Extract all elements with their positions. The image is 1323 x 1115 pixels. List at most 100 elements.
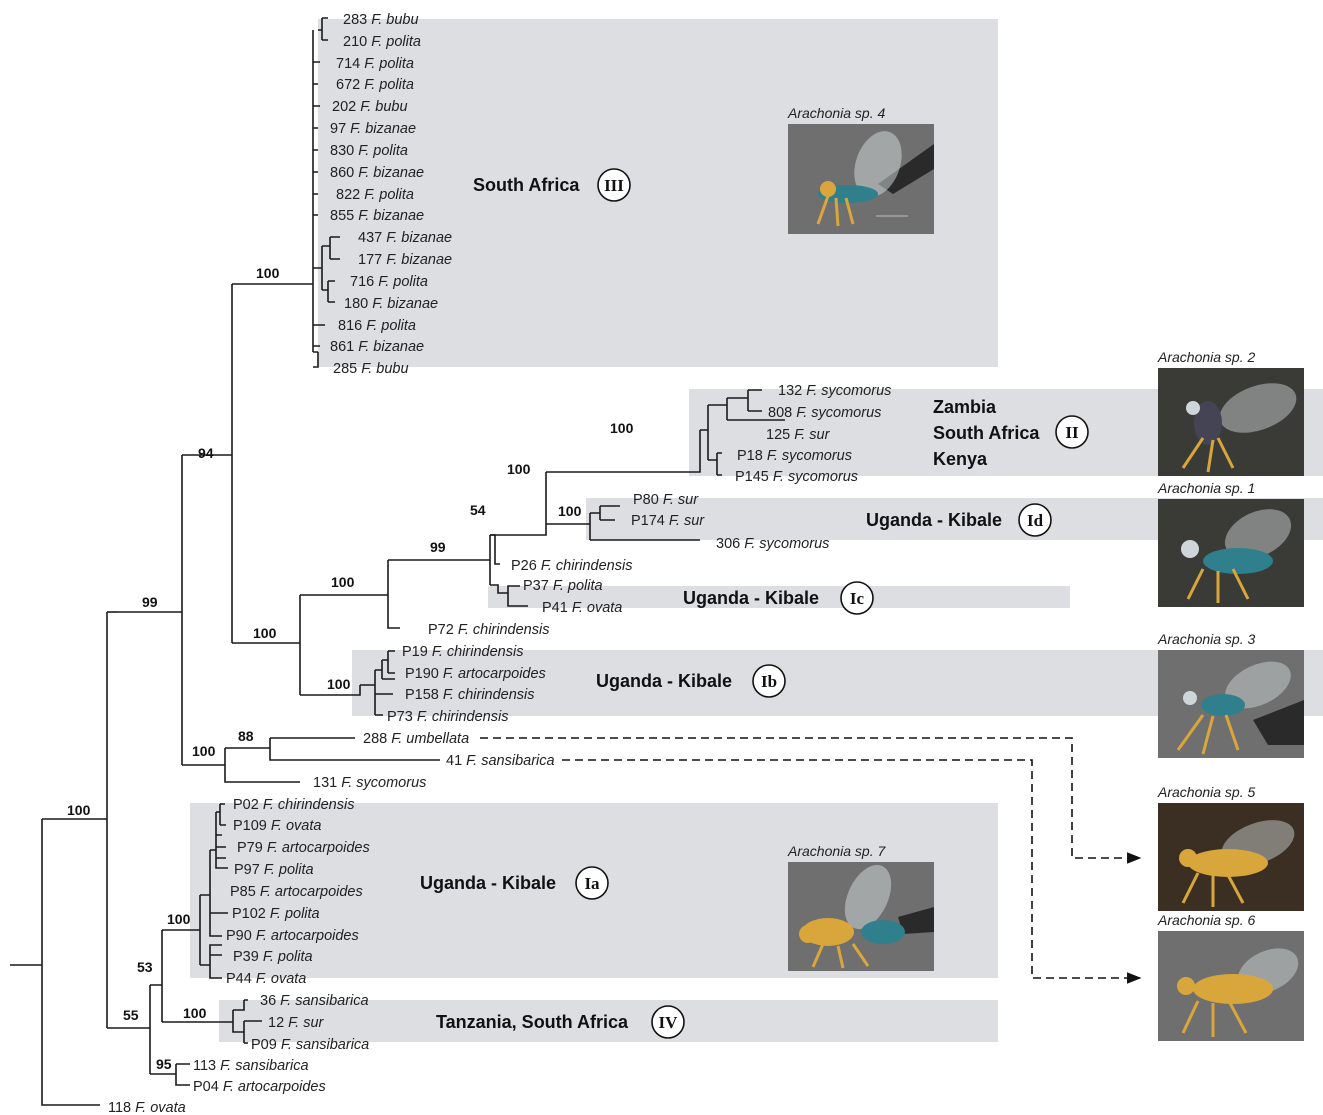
group-region-Ic: Uganda - Kibale xyxy=(683,588,819,608)
group-labels: South Africa III Zambia South Africa Ken… xyxy=(420,168,1089,1039)
clade-box-IV xyxy=(219,1000,998,1042)
leaf-label: 283 F. bubu xyxy=(343,12,419,28)
leaf-label: P04 F. artocarpoides xyxy=(193,1079,326,1095)
tree-branches xyxy=(10,17,785,1106)
support-clade-IV: 100 xyxy=(183,1005,207,1021)
wasp-photo-sp4 xyxy=(788,124,934,234)
leaf-labels: 283 F. bubu 210 F. polita 714 F. polita … xyxy=(108,12,891,1115)
leaf-label: 177 F. bizanae xyxy=(358,252,452,268)
leaf-label: P02 F. chirindensis xyxy=(233,797,354,813)
roman-badge-IV xyxy=(651,1005,685,1039)
leaf-label: 437 F. bizanae xyxy=(358,230,452,246)
leaf-label: 861 F. bizanae xyxy=(330,339,424,355)
photo-captions: Arachonia sp. 4 Arachonia sp. 7 Arachoni… xyxy=(787,105,1255,928)
roman-badge-Ic xyxy=(840,581,874,615)
leaf-label: P26 F. chirindensis xyxy=(511,558,632,574)
support-53: 53 xyxy=(137,959,153,975)
leaf-label: 830 F. polita xyxy=(330,143,408,159)
roman-badge-III xyxy=(597,168,631,202)
leaf-label: P39 F. polita xyxy=(233,949,313,965)
leaf-label: 131 F. sycomorus xyxy=(313,775,426,791)
leaf-label: 306 F. sycomorus xyxy=(716,536,829,552)
group-region-II-line1: Zambia xyxy=(933,397,997,417)
support-100-b: 100 xyxy=(331,574,355,590)
leaf-label: 180 F. bizanae xyxy=(344,296,438,312)
group-region-Ia: Uganda - Kibale xyxy=(420,873,556,893)
leaf-label: P72 F. chirindensis xyxy=(428,622,549,638)
wasp-photo-sp6 xyxy=(1158,931,1304,1041)
leaf-label: P109 F. ovata xyxy=(233,818,321,834)
leaf-label: P97 F. polita xyxy=(234,862,314,878)
leaf-label: P90 F. artocarpoides xyxy=(226,928,359,944)
support-clade-II: 100 xyxy=(610,420,634,436)
support-clade-Id: 100 xyxy=(558,503,582,519)
leaf-label: P145 F. sycomorus xyxy=(735,469,858,485)
leaf-label: P174 F. sur xyxy=(631,513,705,529)
support-99-outer: 99 xyxy=(142,594,158,610)
photo-caption-sp7: Arachonia sp. 7 xyxy=(787,843,886,859)
photo-links xyxy=(480,737,1142,984)
roman-badge-Ib xyxy=(752,664,786,698)
leaf-label: 672 F. polita xyxy=(336,77,414,93)
clade-box-Ic xyxy=(488,586,1070,608)
leaf-label: P19 F. chirindensis xyxy=(402,644,523,660)
leaf-label: P44 F. ovata xyxy=(226,971,306,987)
leaf-label: 716 F. polita xyxy=(350,274,428,290)
support-values: 100 99 94 100 100 100 99 54 100 100 100 … xyxy=(67,265,634,1072)
group-region-II-line2: South Africa xyxy=(933,423,1040,443)
leaf-label: 12 F. sur xyxy=(268,1015,325,1031)
support-94: 94 xyxy=(198,445,214,461)
support-clade-III: 100 xyxy=(256,265,280,281)
support-100-a: 100 xyxy=(253,625,277,641)
roman-badge-II xyxy=(1055,415,1089,449)
leaf-label: P18 F. sycomorus xyxy=(737,448,852,464)
wasp-photo-sp2 xyxy=(1158,368,1304,476)
leaf-label: 36 F. sansibarica xyxy=(260,993,369,1009)
leaf-label: 855 F. bizanae xyxy=(330,208,424,224)
leaf-label: P85 F. artocarpoides xyxy=(230,884,363,900)
support-100-c: 100 xyxy=(507,461,531,477)
roman-badge-Id xyxy=(1018,503,1052,537)
group-region-III: South Africa xyxy=(473,175,580,195)
wasp-photo-sp3 xyxy=(1158,650,1304,758)
leaf-label: P37 F. polita xyxy=(523,578,603,594)
wasp-photo-sp1 xyxy=(1158,499,1304,607)
leaf-label: P79 F. artocarpoides xyxy=(237,840,370,856)
wasp-photo-sp5 xyxy=(1158,803,1304,911)
photo-caption-sp2: Arachonia sp. 2 xyxy=(1157,349,1255,365)
leaf-label: P73 F. chirindensis xyxy=(387,709,508,725)
photo-caption-sp6: Arachonia sp. 6 xyxy=(1157,912,1255,928)
leaf-label: 714 F. polita xyxy=(336,56,414,72)
support-clade-Ib: 100 xyxy=(327,676,351,692)
leaf-label: 97 F. bizanae xyxy=(330,121,416,137)
leaf-label: P41 F. ovata xyxy=(542,600,622,616)
group-region-II-line3: Kenya xyxy=(933,449,988,469)
roman-label-Ia: Ia xyxy=(584,874,600,893)
leaf-label: 125 F. sur xyxy=(766,427,831,443)
support-54: 54 xyxy=(470,502,486,518)
roman-badge-Ia xyxy=(575,866,609,900)
leaf-label: 285 F. bubu xyxy=(333,361,409,377)
leaf-label: 113 F. sansibarica xyxy=(193,1058,309,1074)
leaf-label: 132 F. sycomorus xyxy=(778,383,891,399)
wasp-photo-sp7 xyxy=(788,862,934,971)
roman-label-Ic: Ic xyxy=(850,589,865,608)
photo-caption-sp3: Arachonia sp. 3 xyxy=(1157,631,1255,647)
roman-label-III: III xyxy=(604,176,624,195)
roman-label-II: II xyxy=(1065,423,1079,442)
leaf-label: 816 F. polita xyxy=(338,318,416,334)
roman-label-Ib: Ib xyxy=(761,672,777,691)
leaf-label: P158 F. chirindensis xyxy=(405,687,535,703)
support-95: 95 xyxy=(156,1056,172,1072)
photo-caption-sp5: Arachonia sp. 5 xyxy=(1157,784,1255,800)
leaf-label: 118 F. ovata xyxy=(108,1100,186,1115)
leaf-label: P102 F. polita xyxy=(232,906,320,922)
leaf-label: 808 F. sycomorus xyxy=(768,405,881,421)
support-88: 88 xyxy=(238,728,254,744)
leaf-label: 860 F. bizanae xyxy=(330,165,424,181)
support-root: 100 xyxy=(67,802,91,818)
leaf-label: P190 F. artocarpoides xyxy=(405,666,546,682)
support-55: 55 xyxy=(123,1007,139,1023)
group-region-Ib: Uganda - Kibale xyxy=(596,671,732,691)
